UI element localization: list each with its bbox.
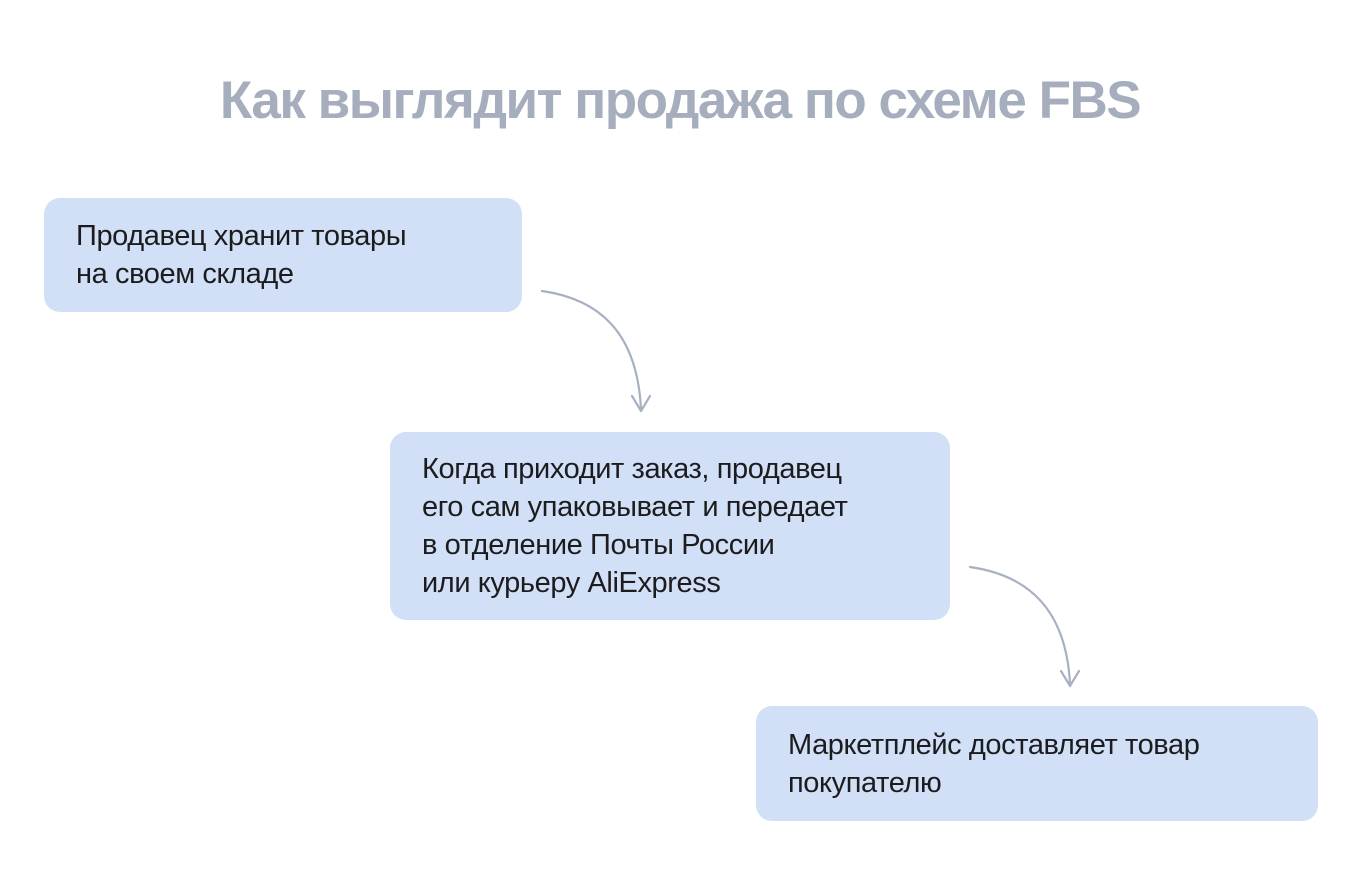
page-title: Как выглядит продажа по схеме FBS [219, 71, 1142, 130]
step-box-seller-stores: Продавец хранит товары на своем складе [44, 198, 522, 312]
step-box-seller-packs: Когда приходит заказ, продавец его сам у… [390, 432, 950, 620]
step-text-marketplace-delivers: Маркетплейс доставляет товар покупателю [788, 728, 1200, 799]
curved-arrow-step2-to-step3-icon [968, 565, 1081, 688]
step-text-seller-packs: Когда приходит заказ, продавец его сам у… [422, 453, 848, 599]
step-text-seller-stores: Продавец хранит товары на своем складе [76, 220, 407, 290]
curved-arrow-step1-to-step2-icon [540, 289, 652, 413]
step-box-marketplace-delivers: Маркетплейс доставляет товар покупателю [756, 706, 1318, 821]
